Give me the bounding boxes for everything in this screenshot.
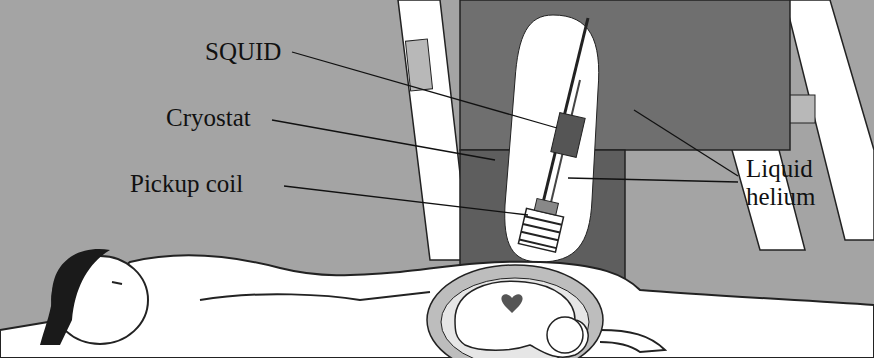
part-label: Pickup coil	[130, 170, 243, 198]
leader-line	[272, 120, 495, 160]
leader-line	[568, 178, 738, 182]
part-label: SQUID	[205, 38, 281, 66]
cryostat-head	[460, 0, 790, 150]
leader-line	[292, 52, 557, 128]
stand-leg	[398, 0, 470, 260]
uterus	[427, 265, 603, 358]
squid-sensor	[551, 113, 585, 158]
fetus	[455, 281, 588, 357]
leader-line	[634, 110, 738, 176]
leader-line	[284, 186, 528, 215]
part-label: Liquid helium	[746, 155, 836, 210]
pickup-coil	[518, 197, 566, 252]
hand	[600, 330, 665, 352]
rod	[540, 18, 588, 215]
eye	[112, 282, 122, 284]
hair	[40, 249, 110, 345]
heart	[501, 294, 522, 313]
fetus-head	[547, 317, 583, 353]
amniotic-sac	[441, 278, 589, 358]
liquid-helium	[505, 15, 599, 262]
part-label: Cryostat	[166, 104, 251, 132]
arm	[200, 292, 430, 300]
stand-clamp	[405, 39, 432, 91]
